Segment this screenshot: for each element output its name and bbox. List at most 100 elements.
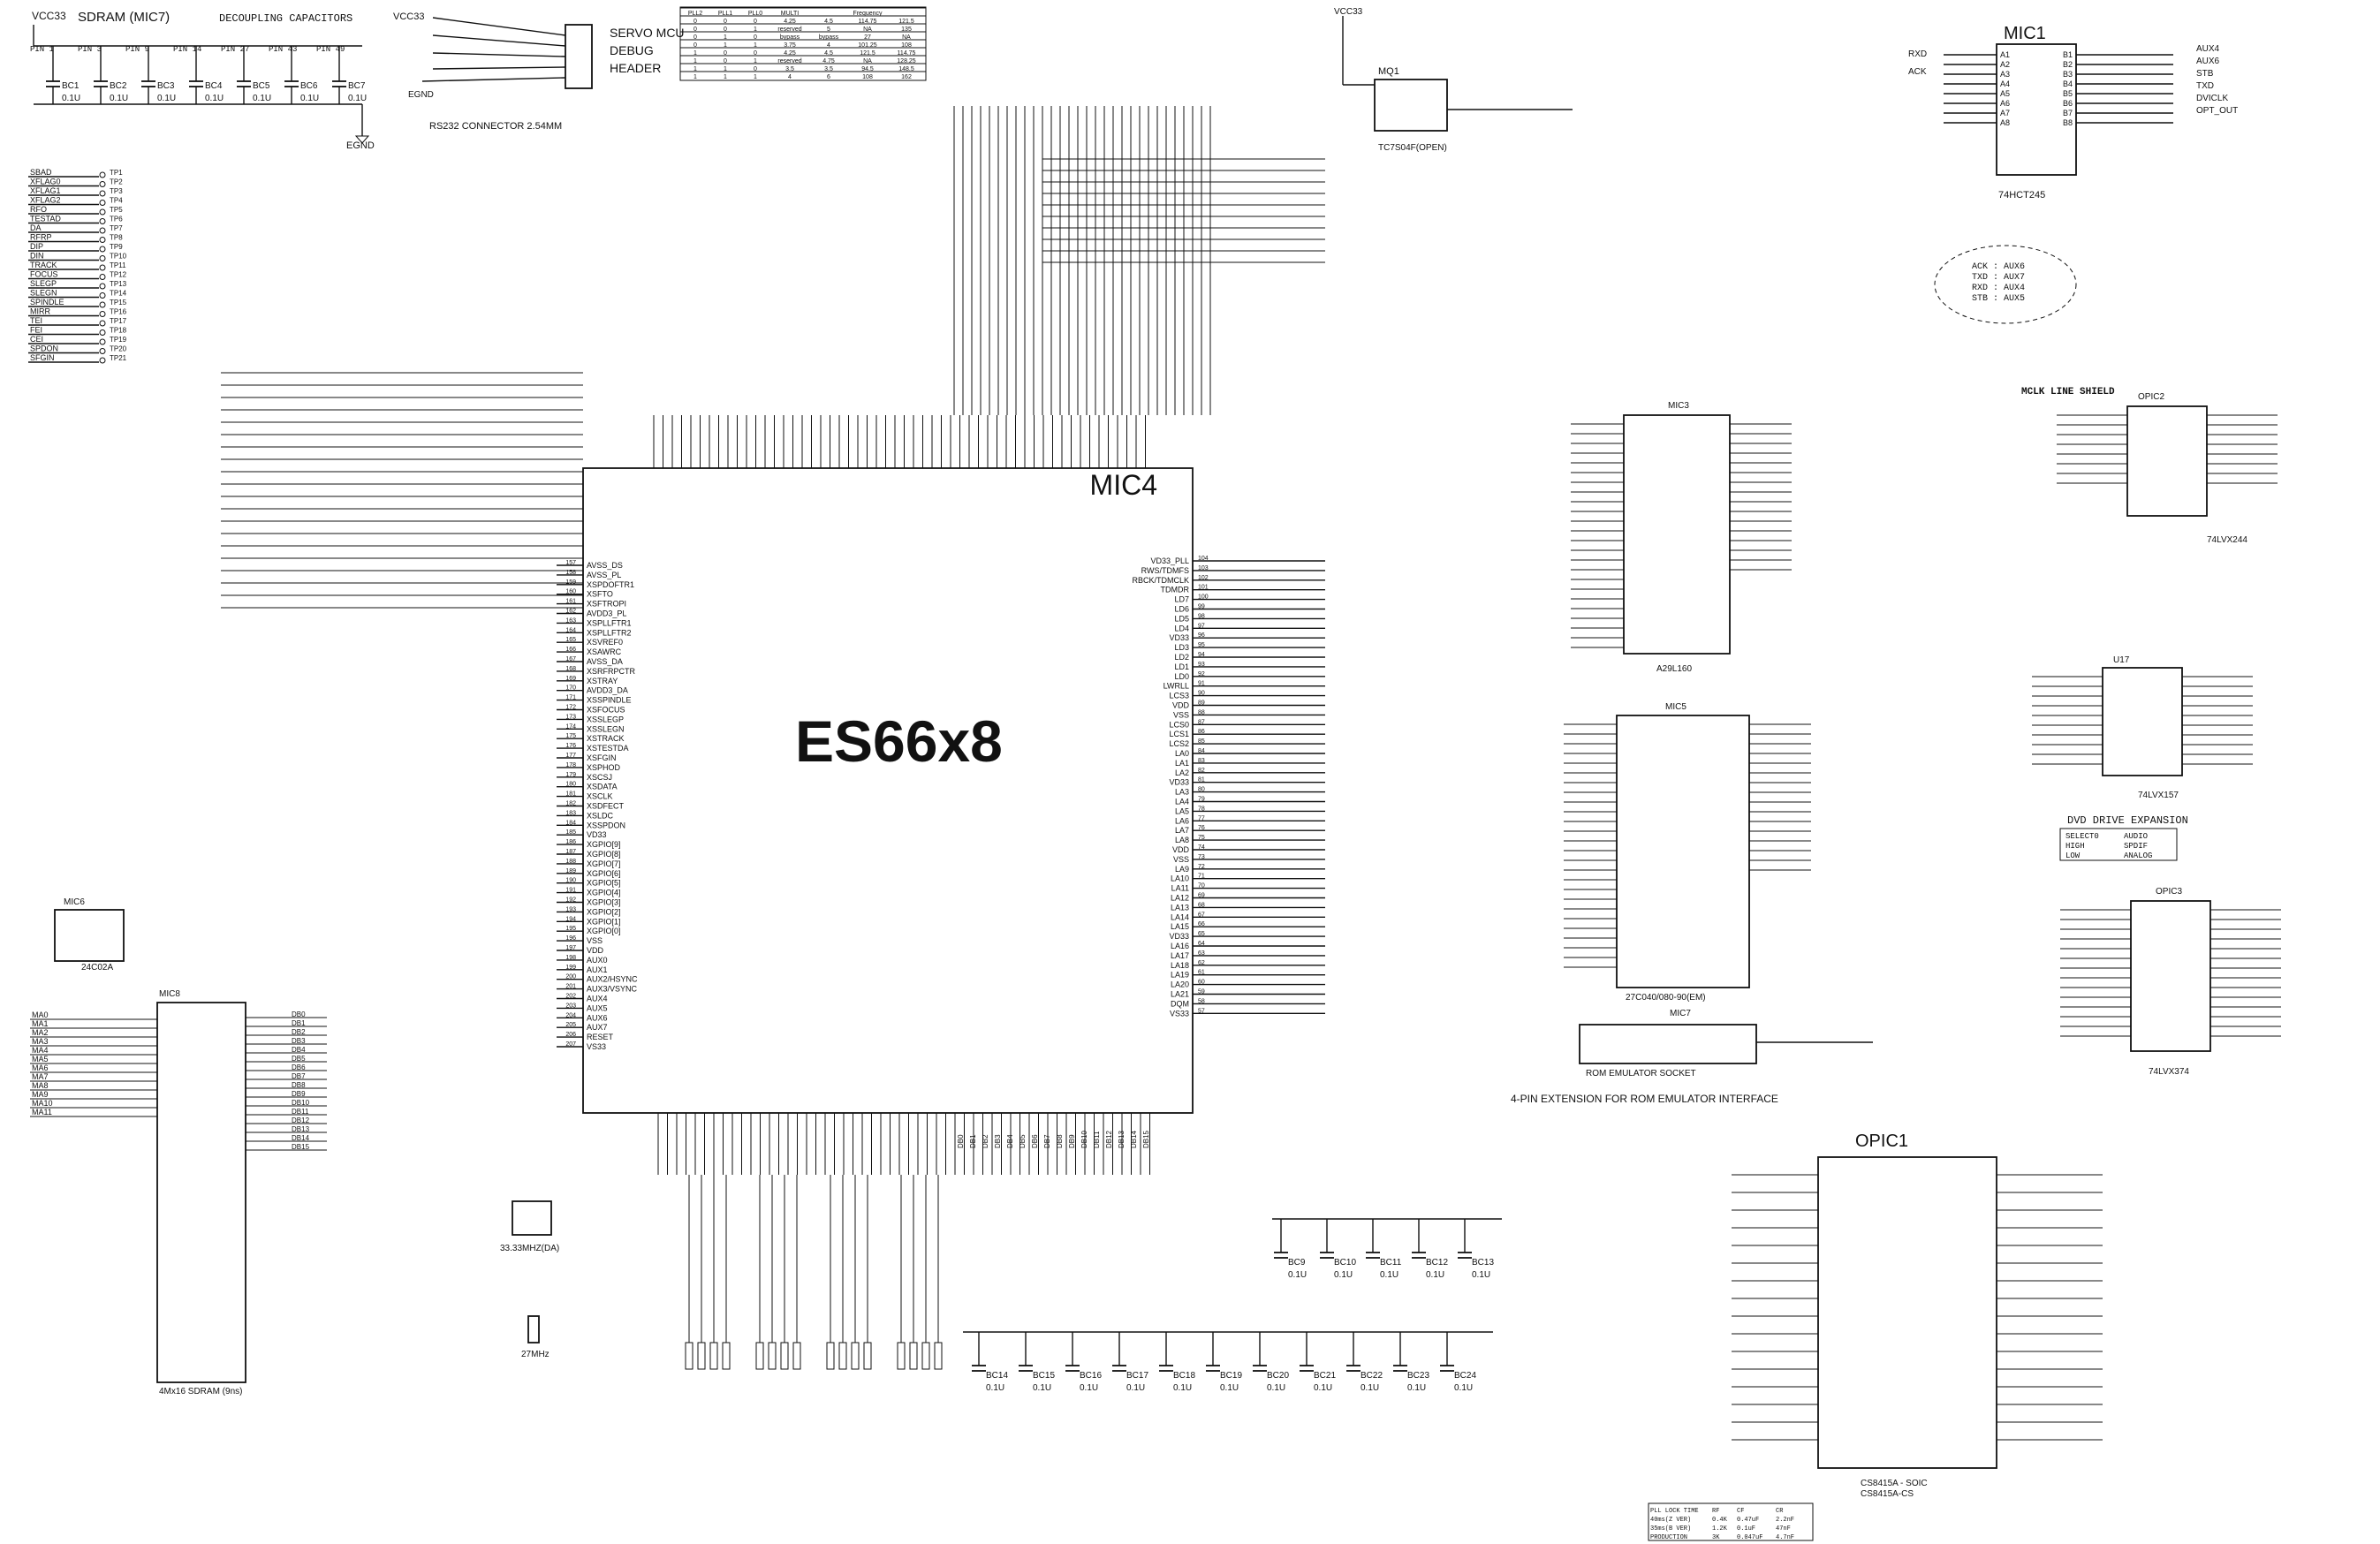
chip-left-pin-number: 175 (565, 733, 576, 739)
sdram-pin-label: PIN 49 (316, 45, 345, 54)
vcc33-mq1: VCC33 (1334, 7, 1363, 17)
chip-right-pin-number: 77 (1198, 815, 1205, 821)
pll-lock-table-cell: PLL LOCK TIME (1650, 1508, 1699, 1515)
chip-right-pin-label: TDMDR (1161, 586, 1190, 594)
chip-left-pin-label: XGPIO[7] (587, 859, 621, 868)
rn-resistor (780, 1342, 789, 1370)
test-point-label: TP20 (110, 345, 127, 353)
chip-left-pin-number: 197 (565, 945, 576, 951)
chip-right-pin-number: 64 (1198, 941, 1205, 947)
chip-left-pin-number: 202 (565, 994, 576, 1000)
bottom-cap-value: 0.1U (1267, 1383, 1285, 1393)
pll-table-cell: 4.5 (824, 50, 833, 57)
servo-header-l3: HEADER (610, 61, 661, 75)
dvd-table-frame (2059, 828, 2178, 861)
sdram-db-label: DB10 (292, 1099, 310, 1107)
bottom-cap-value: 0.1U (1080, 1383, 1098, 1393)
mic5-name: MIC5 (1665, 702, 1686, 712)
rn-resistor (792, 1342, 801, 1370)
chip-left-pin-label: XSPLLFTR1 (587, 618, 632, 627)
chip-left-pin-label: AUX3/VSYNC (587, 985, 638, 994)
mic8-part: 4Mx16 SDRAM (9ns) (159, 1387, 242, 1396)
mic1-output-net: TXD (2196, 81, 2214, 91)
test-point-label: TP5 (110, 206, 123, 214)
chip-left-pin-label: AUX4 (587, 995, 608, 1003)
chip-left-pin-label: AUX2/HSYNC (587, 975, 638, 984)
sdram-db-label: DB5 (292, 1055, 306, 1063)
pll-table-cell: bypass (819, 34, 839, 41)
sdram-cap-name: BC6 (300, 81, 318, 91)
dvd-table-cell: AUDIO (2124, 832, 2148, 841)
mid-cap-name: BC10 (1334, 1258, 1356, 1268)
mic5-block: MIC5 27C040/080-90(EM) (1564, 702, 1811, 1003)
test-point-marker (99, 218, 106, 224)
chip-right-pin-number: 100 (1198, 594, 1209, 601)
pll-table-cell: 1 (754, 58, 757, 64)
chip-left-pin-label: XSFOCUS (587, 706, 625, 715)
chip-right-pin-label: LCS2 (1169, 739, 1189, 748)
chip-right-pin-number: 99 (1198, 604, 1205, 610)
left-net-label: DA (30, 223, 42, 232)
left-net-label: FOCUS (30, 270, 58, 279)
chip-right-pin-label: VDD (1172, 701, 1190, 710)
chip-right-pin-number: 70 (1198, 883, 1205, 889)
chip-left-pin-number: 161 (565, 599, 576, 605)
sdram-pin-label: PIN 14 (173, 45, 201, 54)
opic2-body (2126, 405, 2208, 517)
rn-resistor (722, 1342, 731, 1370)
mic7-body (1579, 1024, 1757, 1064)
chip-left-pin-label: XSTESTDA (587, 744, 629, 753)
test-point-label: TP13 (110, 280, 127, 288)
data-bus-label: DB1 (969, 1134, 977, 1148)
sdram-ma-label: MA9 (32, 1090, 49, 1099)
chip-left-pin-number: 195 (565, 926, 576, 932)
chip-right-pin-label: LA5 (1175, 806, 1189, 815)
data-bus-label: DB6 (1031, 1134, 1039, 1148)
chip-right-pin-label: LA9 (1175, 865, 1189, 874)
mic8-name: MIC8 (159, 989, 180, 999)
test-point-label: TP10 (110, 253, 127, 261)
left-net-label: RFRP (30, 233, 52, 242)
test-point-marker (99, 301, 106, 308)
servo-header-block: VCC33 SERVO MCU DEBUG HEADER RS232 CONNE… (393, 11, 685, 132)
pll-table-frame (679, 6, 927, 81)
chip-right-pin-label: LD0 (1174, 672, 1189, 681)
chip-right-pin-label: LA10 (1171, 874, 1189, 883)
bottom-cap-name: BC17 (1126, 1371, 1148, 1381)
left-net-label: CEI (30, 335, 43, 344)
sdram-db-label: DB3 (292, 1037, 306, 1045)
chip-left-pin-number: 196 (565, 935, 576, 942)
mic3-block: MIC3 A29L160 (1571, 401, 1792, 674)
rn-resistor (709, 1342, 718, 1370)
dvd-table-cell: SPDIF (2124, 842, 2148, 851)
pll-table-cell: 1 (694, 74, 697, 80)
sdram-title: SDRAM (MIC7) (78, 10, 170, 25)
sdram-ma-label: MA11 (32, 1108, 52, 1116)
test-point-label: TP12 (110, 271, 127, 279)
left-net-label: XFLAG1 (30, 186, 61, 195)
test-point-label: TP16 (110, 308, 127, 316)
data-bus-label: DB12 (1105, 1130, 1113, 1148)
aux-legend-line: STB : AUX5 (1972, 294, 2025, 304)
pll-table-cell: NA (863, 58, 872, 64)
mq1-body (1374, 79, 1448, 132)
chip-left-pin-label: VDD (587, 946, 604, 955)
chip-left-pin-label: XSSPINDLE (587, 696, 632, 705)
mic1-left-pin-label: A3 (2000, 70, 2010, 79)
chip-left-pin-number: 205 (565, 1022, 576, 1028)
mic1-output-net: AUX4 (2196, 44, 2220, 54)
bottom-cap-name: BC19 (1220, 1371, 1242, 1381)
mid-cap-name: BC11 (1380, 1258, 1402, 1268)
sdram-cap-value: 0.1U (300, 94, 319, 103)
data-bus-label: DB10 (1080, 1130, 1088, 1148)
test-point-label: TP17 (110, 317, 127, 325)
chip-left-pin-number: 157 (565, 560, 576, 566)
chip-right-pin-number: 87 (1198, 719, 1205, 725)
pll-lock-table-cell: 35ms(B VER) (1650, 1525, 1691, 1533)
pll-table-cell: 27 (864, 34, 871, 41)
chip-right-pin-label: LA2 (1175, 768, 1189, 777)
chip-left-pin-label: XGPIO[2] (587, 907, 621, 916)
pll-table-cell: 1 (754, 74, 757, 80)
u17-block: U17 74LVX157 (2032, 655, 2253, 800)
mid-cap-value: 0.1U (1380, 1270, 1398, 1280)
